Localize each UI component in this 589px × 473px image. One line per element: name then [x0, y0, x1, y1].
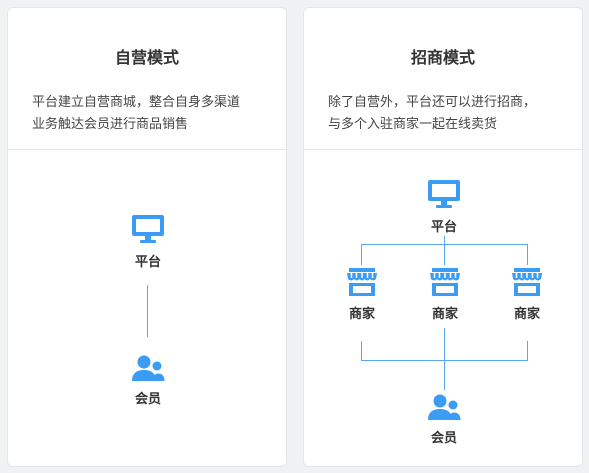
connector-line — [444, 244, 445, 265]
merchant-label: 商家 — [348, 307, 375, 322]
description-line: 平台建立自营商城，整合自身多渠道 — [32, 95, 241, 110]
users-icon — [132, 355, 165, 381]
platform-label: 平台 — [134, 255, 161, 270]
member-label: 会员 — [134, 392, 161, 407]
connector-line — [361, 244, 362, 265]
description-line: 业务触达会员进行商品销售 — [32, 117, 189, 132]
connector-line — [147, 285, 148, 337]
card-title: 自营模式 — [114, 48, 179, 67]
store-icon — [512, 268, 542, 296]
merchant-label: 商家 — [513, 307, 540, 322]
users-icon — [428, 394, 461, 420]
merchant-node: 商家 — [415, 267, 475, 322]
divider — [304, 149, 582, 150]
connector-line — [444, 236, 445, 244]
description-line: 除了自营外，平台还可以进行招商， — [328, 95, 537, 110]
card-description: 平台建立自营商城，整合自身多渠道 业务触达会员进行商品销售 — [32, 92, 266, 136]
self-operated-card: 自营模式 平台建立自营商城，整合自身多渠道 业务触达会员进行商品销售 平台 会员 — [7, 7, 287, 467]
monitor-icon — [132, 215, 164, 243]
connector-line — [444, 328, 445, 390]
member-node: 会员 — [118, 354, 178, 407]
connector-line — [527, 244, 528, 265]
connector-line — [361, 341, 362, 360]
merchant-model-card: 招商模式 除了自营外，平台还可以进行招商， 与多个入驻商家一起在线卖货 平台 商… — [303, 7, 583, 467]
platform-node: 平台 — [414, 178, 474, 235]
member-node: 会员 — [414, 393, 474, 446]
description-line: 与多个入驻商家一起在线卖货 — [328, 117, 498, 132]
merchant-label: 商家 — [431, 307, 458, 322]
connector-line — [527, 341, 528, 360]
merchant-node: 商家 — [332, 267, 392, 322]
platform-label: 平台 — [430, 220, 457, 235]
merchant-node: 商家 — [497, 267, 557, 322]
divider — [8, 149, 286, 150]
store-icon — [430, 268, 460, 296]
member-label: 会员 — [430, 431, 457, 446]
monitor-icon — [428, 180, 460, 208]
store-icon — [347, 268, 377, 296]
platform-node: 平台 — [118, 213, 178, 270]
card-title: 招商模式 — [410, 48, 475, 67]
card-description: 除了自营外，平台还可以进行招商， 与多个入驻商家一起在线卖货 — [328, 92, 562, 136]
